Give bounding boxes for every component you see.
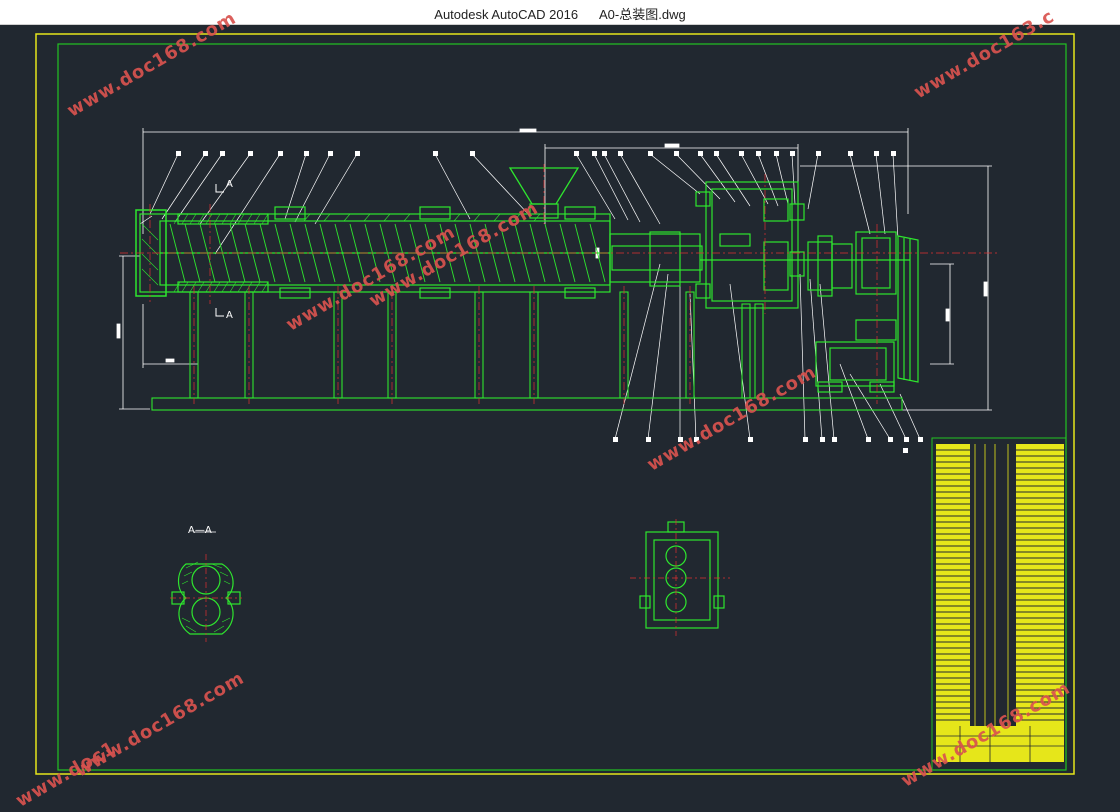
coupling: [807, 235, 853, 297]
drawing-canvas[interactable]: A A A—A www.doc168.com www.doc163.c www.…: [0, 6, 1120, 812]
gearbox-end-view: [639, 521, 725, 629]
leader-lines: [139, 153, 921, 440]
inner-frame: [57, 43, 1067, 771]
parts-list: [931, 437, 1067, 771]
section-marks: [215, 184, 224, 317]
outer-frame: [35, 33, 1075, 775]
dimension-lines: [116, 128, 992, 411]
motor-assembly: [815, 231, 919, 393]
end-view-centerlines: [630, 519, 730, 636]
file-name: A0-总装图.dwg: [599, 7, 686, 22]
section-centerlines: [170, 554, 242, 642]
balloons: [176, 151, 923, 453]
window-title: Autodesk AutoCAD 2016 A0-总装图.dwg: [0, 4, 1120, 23]
title-bar: Autodesk AutoCAD 2016 A0-总装图.dwg: [0, 0, 1120, 25]
gearbox: [695, 181, 910, 309]
section-marker-top: A: [226, 179, 233, 190]
section-marker-bottom: A: [226, 310, 233, 321]
section-view-title: A—A: [188, 525, 212, 536]
app-name: Autodesk AutoCAD 2016: [434, 7, 579, 22]
centerlines: [120, 164, 1000, 404]
cad-drawing: [35, 33, 1075, 775]
